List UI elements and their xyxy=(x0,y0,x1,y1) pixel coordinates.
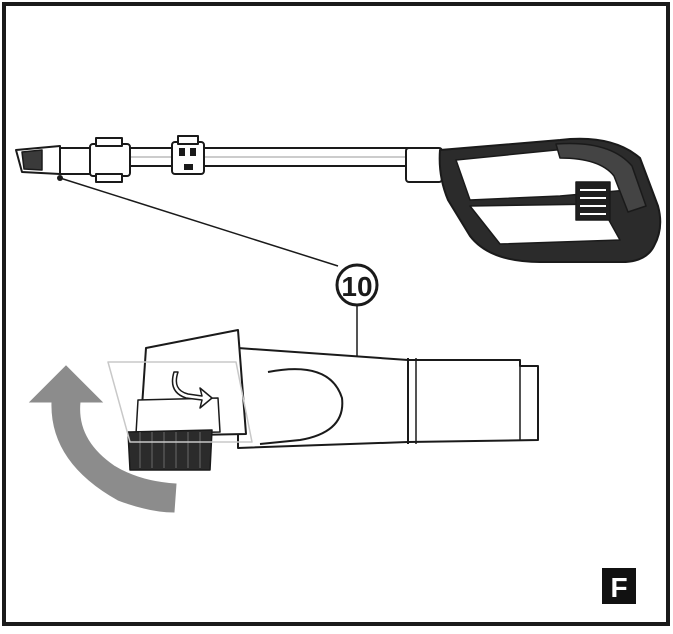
brush-bristles xyxy=(127,429,213,471)
leader-line-top xyxy=(59,177,339,267)
figure-label-box xyxy=(602,568,636,604)
rotate-arrow-icon xyxy=(171,371,213,409)
callout-circle xyxy=(335,263,379,307)
figure-label: F xyxy=(610,572,627,603)
tool-tube xyxy=(237,347,539,449)
vacuum-illustration xyxy=(15,135,662,263)
figure-border xyxy=(2,2,670,626)
rotation-arrow-icon xyxy=(28,365,177,513)
crevice-brush-tool xyxy=(107,329,539,471)
callout: 10 xyxy=(57,175,379,360)
callout-number: 10 xyxy=(341,271,372,302)
